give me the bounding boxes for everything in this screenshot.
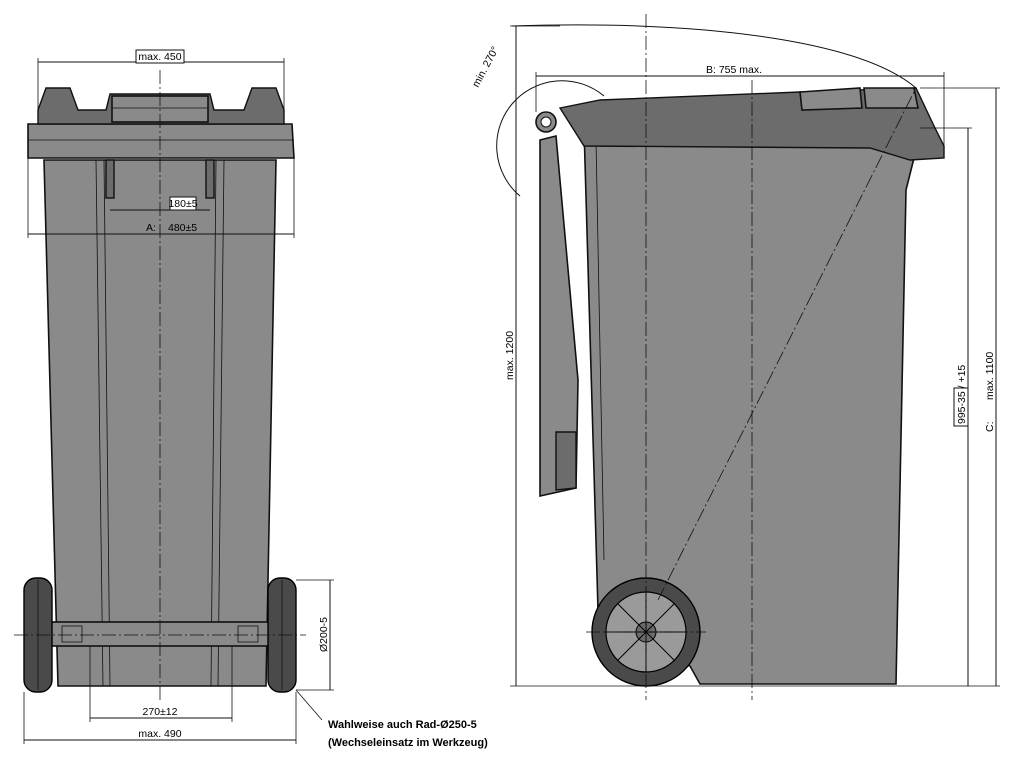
dim-wheel-dia: Ø200-5 — [318, 617, 330, 652]
note-leader — [295, 689, 323, 721]
dim-depth: B: 755 max. — [706, 64, 762, 76]
dim-box-handle — [169, 196, 197, 211]
front-axle-bracket-left — [61, 625, 83, 643]
front-rib-right-outer — [217, 159, 225, 687]
front-axle-bracket-right — [237, 625, 259, 643]
dim-box-rim-height — [953, 387, 969, 427]
side-body-front-rib — [595, 139, 605, 561]
dim-body-width-prefix: A: — [146, 222, 156, 234]
dim-axle: 270±12 — [143, 706, 178, 718]
dim-open-height: max. 1200 — [504, 331, 516, 380]
dim-rim-height: 995-35 / +15 — [956, 365, 968, 424]
note-wheel-option: Wahlweise auch Rad-Ø250-5 — [328, 719, 477, 731]
side-open-lid — [539, 134, 579, 497]
side-open-lid-handle — [555, 431, 577, 491]
front-lid-rim — [27, 123, 295, 159]
side-tilt-line — [657, 87, 917, 601]
dim-height-prefix: C: — [984, 422, 996, 433]
side-lid-handle-front — [799, 87, 863, 111]
dim-handle: 180±5 — [168, 198, 197, 210]
dim-total-width: max. 490 — [138, 728, 181, 740]
front-view: max. 450 180±5 A: 480±5 270±12 max. 490 … — [14, 49, 488, 749]
front-rib-left-outer — [95, 159, 104, 687]
dim-top-width: max. 450 — [138, 51, 181, 63]
lid-swing-arc — [511, 24, 917, 89]
lid-open-arc — [496, 80, 605, 197]
side-view: B: 755 max. min. 270° max. 1200 max. 110… — [470, 14, 1000, 700]
front-hinge-left — [105, 159, 115, 199]
note-wheel-insert: (Wechseleinsatz im Werkzeug) — [328, 737, 488, 749]
dim-lid-open-angle: min. 270° — [470, 44, 501, 89]
dim-box-top-width — [135, 49, 185, 64]
dim-height: max. 1100 — [984, 352, 996, 400]
side-hinge-pin — [540, 116, 552, 128]
side-lid-handle-rear — [863, 87, 919, 109]
front-rib-left-inner — [103, 159, 111, 687]
dim-body-width: 480±5 — [168, 222, 197, 234]
front-rib-right-inner — [210, 159, 217, 687]
front-hinge-right — [205, 159, 215, 199]
